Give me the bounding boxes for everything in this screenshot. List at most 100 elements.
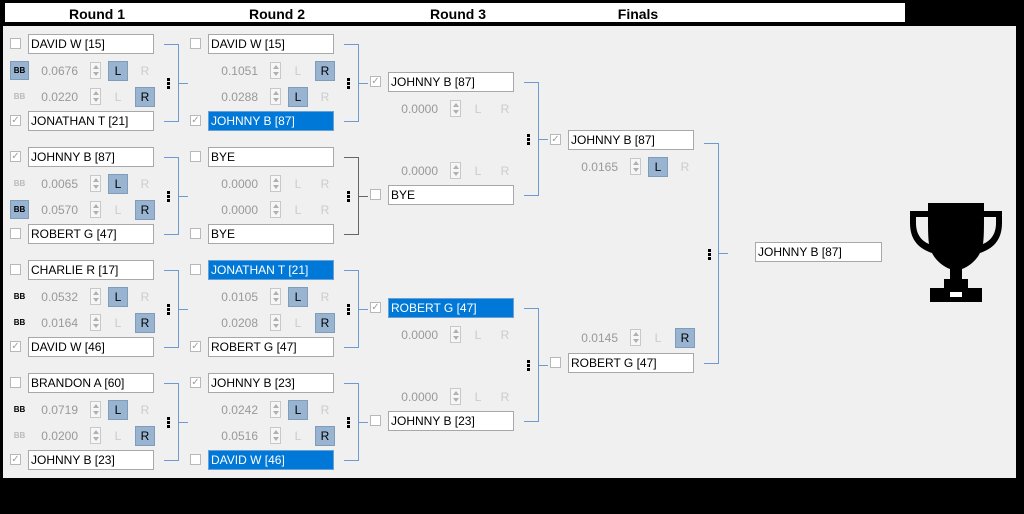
pick-right-button[interactable]: R — [320, 203, 330, 217]
player-field[interactable]: DAVID W [15] — [208, 34, 334, 54]
pick-right-button[interactable]: R — [680, 160, 690, 174]
score-spinner[interactable] — [270, 175, 281, 192]
player-field[interactable]: JOHNNY B [87] — [208, 111, 334, 131]
pick-right-button[interactable]: R — [320, 403, 330, 417]
player-field[interactable]: JOHNNY B [87] — [28, 147, 154, 167]
player-field[interactable]: ROBERT G [47] — [568, 353, 694, 373]
advance-checkbox[interactable]: ✓ — [370, 302, 381, 313]
pick-left-button[interactable]: L — [108, 174, 128, 194]
score-spinner[interactable] — [90, 88, 101, 105]
pick-left-button[interactable]: L — [648, 157, 668, 177]
pick-right-button[interactable]: R — [140, 290, 150, 304]
vertical-dots-icon[interactable] — [527, 360, 531, 372]
pick-left-button[interactable]: L — [654, 331, 662, 345]
pick-right-button[interactable]: R — [315, 313, 335, 333]
vertical-dots-icon[interactable] — [167, 78, 171, 90]
bb-toggle-button[interactable]: BB — [13, 431, 26, 440]
pick-left-button[interactable]: L — [474, 102, 482, 116]
pick-right-button[interactable]: R — [135, 200, 155, 220]
bb-toggle-button[interactable]: BB — [10, 200, 29, 219]
advance-checkbox[interactable]: ✓ — [370, 76, 381, 87]
pick-right-button[interactable]: R — [675, 328, 695, 348]
champion-field[interactable]: JOHNNY B [87] — [755, 242, 882, 262]
player-field[interactable]: BYE — [208, 224, 334, 244]
player-field[interactable]: JOHNNY B [87] — [388, 72, 514, 92]
player-field[interactable]: JONATHAN T [21] — [208, 260, 334, 280]
advance-checkbox[interactable] — [10, 38, 21, 49]
score-spinner[interactable] — [450, 388, 461, 405]
vertical-dots-icon[interactable] — [347, 191, 351, 203]
score-spinner[interactable] — [90, 288, 101, 305]
pick-right-button[interactable]: R — [500, 390, 510, 404]
advance-checkbox[interactable]: ✓ — [10, 454, 21, 465]
score-spinner[interactable] — [270, 401, 281, 418]
pick-right-button[interactable]: R — [500, 164, 510, 178]
pick-left-button[interactable]: L — [474, 390, 482, 404]
advance-checkbox[interactable] — [10, 377, 21, 388]
advance-checkbox[interactable] — [190, 38, 201, 49]
score-spinner[interactable] — [270, 288, 281, 305]
score-spinner[interactable] — [270, 88, 281, 105]
player-field[interactable]: BRANDON A [60] — [28, 373, 154, 393]
pick-left-button[interactable]: L — [294, 177, 302, 191]
vertical-dots-icon[interactable] — [167, 417, 171, 429]
advance-checkbox[interactable] — [190, 454, 201, 465]
pick-left-button[interactable]: L — [474, 164, 482, 178]
pick-right-button[interactable]: R — [315, 426, 335, 446]
advance-checkbox[interactable]: ✓ — [10, 151, 21, 162]
pick-right-button[interactable]: R — [500, 102, 510, 116]
advance-checkbox[interactable] — [10, 228, 21, 239]
pick-left-button[interactable]: L — [294, 64, 302, 78]
player-field[interactable]: DAVID W [15] — [28, 34, 154, 54]
pick-left-button[interactable]: L — [108, 287, 128, 307]
vertical-dots-icon[interactable] — [167, 191, 171, 203]
pick-right-button[interactable]: R — [135, 87, 155, 107]
vertical-dots-icon[interactable] — [167, 304, 171, 316]
bb-toggle-button[interactable]: BB — [13, 318, 26, 327]
vertical-dots-icon[interactable] — [347, 417, 351, 429]
vertical-dots-icon[interactable] — [347, 304, 351, 316]
pick-right-button[interactable]: R — [140, 177, 150, 191]
advance-checkbox[interactable]: ✓ — [10, 115, 21, 126]
score-spinner[interactable] — [90, 401, 101, 418]
score-spinner[interactable] — [90, 201, 101, 218]
player-field[interactable]: DAVID W [46] — [28, 337, 154, 357]
bb-toggle-button[interactable]: BB — [13, 292, 26, 301]
player-field[interactable]: JOHNNY B [23] — [388, 411, 514, 431]
pick-left-button[interactable]: L — [294, 203, 302, 217]
pick-left-button[interactable]: L — [114, 203, 122, 217]
player-field[interactable]: ROBERT G [47] — [388, 298, 514, 318]
player-field[interactable]: JOHNNY B [23] — [208, 373, 334, 393]
pick-left-button[interactable]: L — [114, 429, 122, 443]
score-spinner[interactable] — [270, 201, 281, 218]
advance-checkbox[interactable]: ✓ — [550, 134, 561, 145]
score-spinner[interactable] — [630, 158, 641, 175]
pick-right-button[interactable]: R — [140, 64, 150, 78]
advance-checkbox[interactable] — [550, 357, 561, 368]
score-spinner[interactable] — [90, 62, 101, 79]
pick-right-button[interactable]: R — [135, 313, 155, 333]
player-field[interactable]: JOHNNY B [87] — [568, 130, 694, 150]
advance-checkbox[interactable] — [10, 264, 21, 275]
pick-left-button[interactable]: L — [108, 400, 128, 420]
pick-left-button[interactable]: L — [294, 316, 302, 330]
score-spinner[interactable] — [270, 62, 281, 79]
pick-left-button[interactable]: L — [108, 61, 128, 81]
player-field[interactable]: BYE — [208, 147, 334, 167]
pick-left-button[interactable]: L — [288, 400, 308, 420]
bb-toggle-button[interactable]: BB — [13, 179, 26, 188]
bb-toggle-button[interactable]: BB — [13, 405, 26, 414]
pick-right-button[interactable]: R — [320, 290, 330, 304]
advance-checkbox[interactable] — [370, 415, 381, 426]
score-spinner[interactable] — [270, 427, 281, 444]
vertical-dots-icon[interactable] — [708, 249, 712, 261]
player-field[interactable]: DAVID W [46] — [208, 450, 334, 470]
pick-left-button[interactable]: L — [114, 316, 122, 330]
player-field[interactable]: JONATHAN T [21] — [28, 111, 154, 131]
player-field[interactable]: BYE — [388, 185, 514, 205]
pick-right-button[interactable]: R — [140, 403, 150, 417]
pick-right-button[interactable]: R — [315, 61, 335, 81]
advance-checkbox[interactable] — [370, 189, 381, 200]
pick-left-button[interactable]: L — [474, 328, 482, 342]
pick-left-button[interactable]: L — [114, 90, 122, 104]
